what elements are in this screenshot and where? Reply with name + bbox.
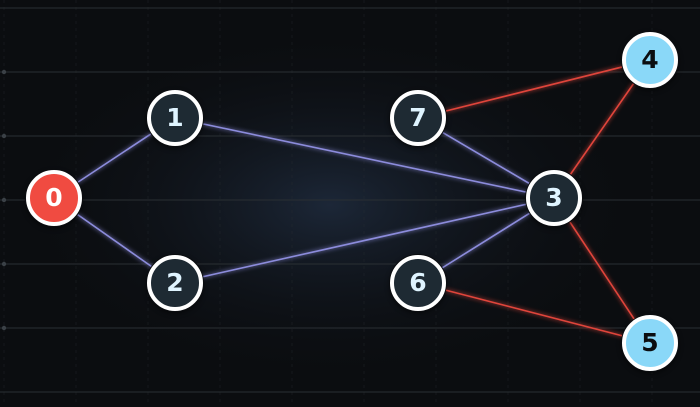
node-label: 7 (409, 103, 426, 132)
node-4[interactable]: 4 (621, 31, 679, 90)
node-label: 3 (545, 183, 562, 212)
edge-2-3 (174, 197, 555, 284)
node-3[interactable]: 3 (525, 169, 583, 228)
node-circle (390, 255, 446, 311)
grid-tick (1, 197, 7, 203)
node-5[interactable]: 5 (621, 314, 679, 373)
node-label: 1 (166, 103, 183, 132)
node-label: 6 (409, 268, 426, 297)
node-circle (147, 255, 203, 311)
edge-1-3 (174, 117, 555, 199)
edge-6-5 (417, 282, 651, 344)
node-circle (622, 32, 678, 88)
grid-tick (1, 133, 7, 139)
edge-7-4 (417, 59, 651, 119)
node-label: 2 (166, 268, 183, 297)
node-7[interactable]: 7 (389, 89, 447, 148)
grid-tick (1, 325, 7, 331)
node-label: 4 (641, 45, 658, 74)
nodes: 0 1 2 3 4 5 6 7 (25, 31, 679, 373)
grid-tick (1, 261, 7, 267)
node-2[interactable]: 2 (146, 254, 204, 313)
node-circle (526, 170, 582, 226)
node-circle (390, 90, 446, 146)
node-circle (26, 170, 82, 226)
node-0[interactable]: 0 (25, 169, 83, 228)
node-circle (147, 90, 203, 146)
grid-tick (1, 69, 7, 75)
node-label: 5 (641, 328, 658, 357)
node-circle (622, 315, 678, 371)
node-6[interactable]: 6 (389, 254, 447, 313)
node-label: 0 (45, 183, 62, 212)
node-1[interactable]: 1 (146, 89, 204, 148)
